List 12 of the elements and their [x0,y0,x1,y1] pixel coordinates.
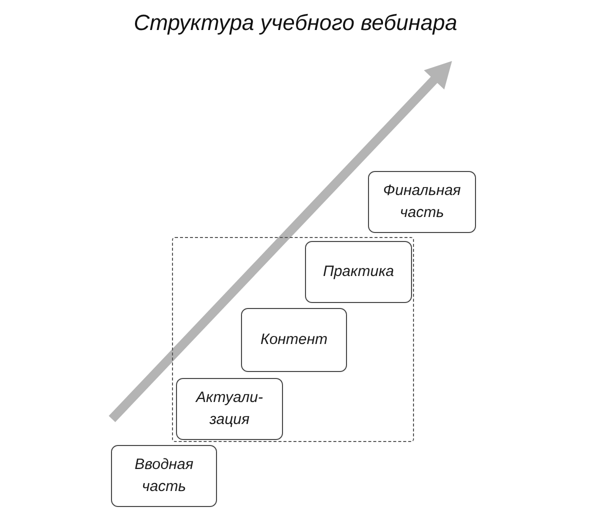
stage-box [111,445,217,507]
stage-box [241,308,347,372]
stage-label: Вводная часть [134,455,194,497]
stage-box [176,378,283,440]
diagram-title: Структура учебного вебинара [134,9,458,37]
stage-label: Актуали-зация [194,388,264,430]
stage-box [368,171,476,233]
stage-label: Контент [259,330,329,350]
dashed-group-box [172,237,414,442]
stage-label: Финальная часть [382,181,462,223]
stage-label: Практика [322,262,396,282]
stage-box [305,241,412,303]
